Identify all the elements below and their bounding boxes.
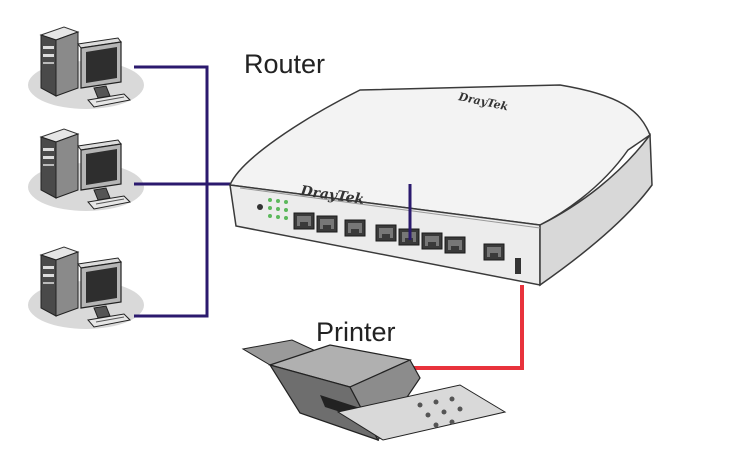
router: DrayTek DrayTek (228, 84, 653, 287)
printer-cable (400, 285, 524, 370)
ethernet-ports (293, 212, 521, 274)
desktop-computer-1 (27, 26, 145, 110)
led-indicators (268, 198, 288, 220)
lan-cable-1 (134, 65, 209, 318)
router-label: Router (244, 49, 325, 79)
printer (241, 339, 507, 442)
desktop-computer-2 (27, 128, 145, 212)
desktop-computer-3 (27, 246, 145, 330)
power-button-icon (257, 204, 263, 210)
printer-label: Printer (316, 317, 396, 347)
